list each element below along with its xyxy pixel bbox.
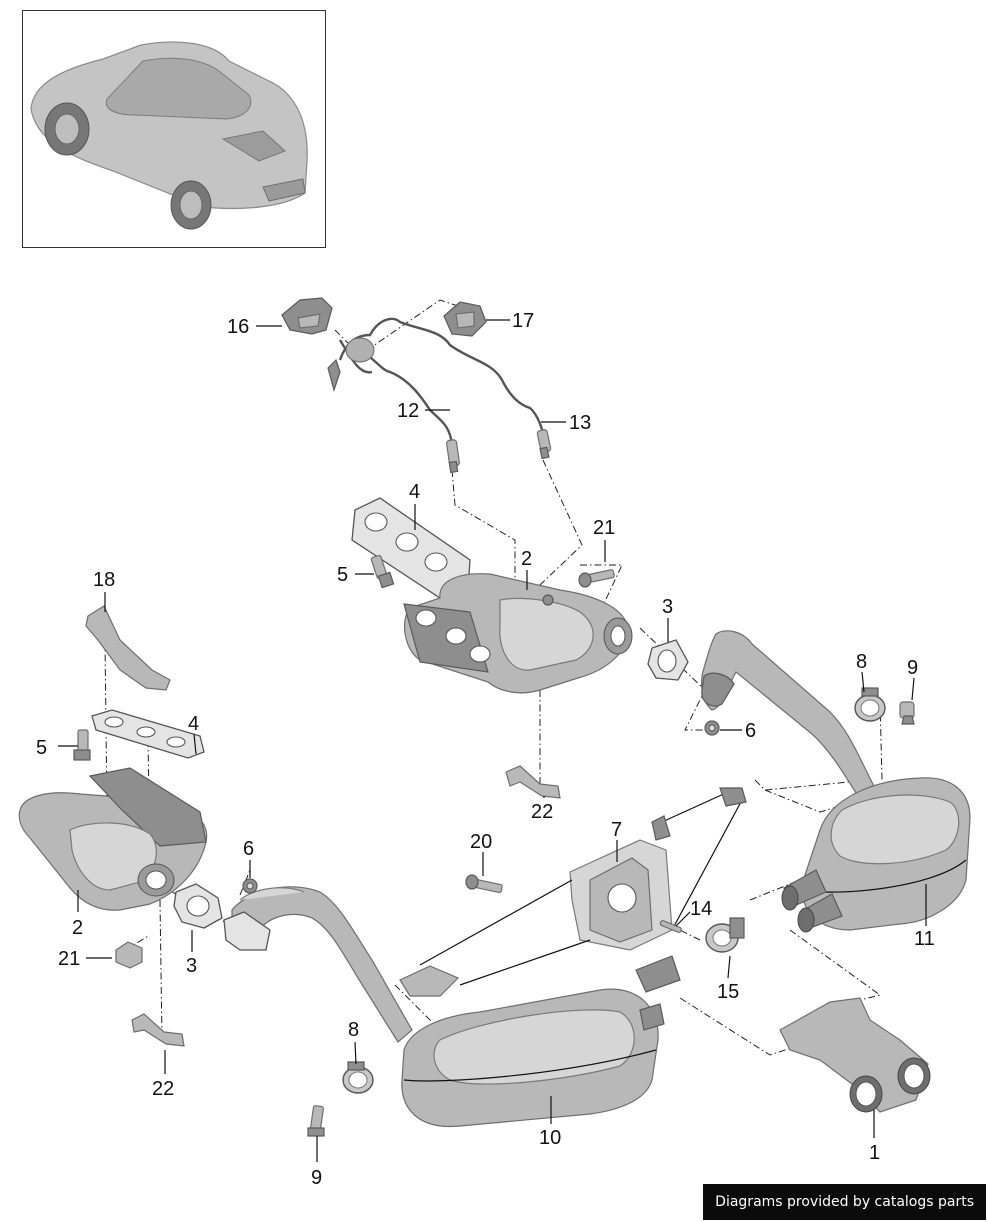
callout-22-upper: 22: [531, 801, 553, 823]
callout-8-upper: 8: [856, 651, 867, 673]
part-8-clamp-upper: [854, 687, 886, 722]
callout-15: 15: [717, 981, 739, 1003]
callout-leaders: [58, 319, 927, 1162]
callout-5-lower: 5: [36, 737, 47, 759]
callout-5-upper: 5: [337, 564, 348, 586]
front-pipe-right: [701, 630, 877, 803]
part-22-bracket-lower: [131, 1013, 185, 1047]
part-7-mounting-bracket: [399, 787, 747, 997]
vehicle-thumbnail: [22, 10, 326, 248]
part-5-stud-upper: [370, 554, 395, 589]
part-4-manifold-gasket-lower: [91, 709, 205, 759]
callout-2-lower: 2: [72, 917, 83, 939]
callout-22-lower: 22: [152, 1078, 174, 1100]
part-8-clamp-lower: [342, 1061, 374, 1094]
callout-9-upper: 9: [907, 657, 918, 679]
callout-10: 10: [539, 1127, 561, 1149]
callout-20: 20: [470, 831, 492, 853]
callout-9-lower: 9: [311, 1167, 322, 1189]
part-2-exhaust-manifold-upper: [403, 573, 633, 694]
callout-7: 7: [611, 819, 622, 841]
callout-3-upper: 3: [662, 596, 673, 618]
part-21-nut-lower: [115, 941, 143, 969]
callout-6-lower: 6: [243, 838, 254, 860]
callout-21-lower: 21: [58, 948, 80, 970]
part-6-nut-lower: [242, 878, 258, 894]
part-18-heat-shield-bracket: [85, 605, 171, 691]
part-17-connector: [443, 301, 487, 337]
part-20-bolt: [465, 874, 503, 894]
part-21-bolt-upper: [578, 569, 615, 588]
part-3-flange-gasket-lower: [173, 883, 223, 929]
callout-14: 14: [690, 898, 712, 920]
part-10-center-muffler: [401, 955, 681, 1128]
callout-21-upper: 21: [593, 517, 615, 539]
callout-6-upper: 6: [745, 720, 756, 742]
part-2-exhaust-manifold-lower: [18, 767, 208, 911]
callout-4-lower: 4: [188, 713, 199, 735]
callout-4-upper: 4: [409, 481, 420, 503]
part-15-clamp: [705, 917, 745, 953]
callout-labels: 16 17 12 13 4 5 2 21 3 6 8 9 22 18 5 4 2…: [36, 310, 935, 1189]
callout-3-lower: 3: [186, 955, 197, 977]
callout-2-upper: 2: [521, 548, 532, 570]
part-9-bolt-lower: [307, 1105, 325, 1137]
callout-8-lower: 8: [348, 1019, 359, 1041]
callout-18: 18: [93, 569, 115, 591]
callout-11: 11: [914, 928, 935, 950]
car-image: [30, 41, 308, 230]
part-9-bolt-upper: [899, 701, 915, 725]
callout-16: 16: [227, 316, 249, 338]
oxygen-sensor-harness: [327, 317, 547, 446]
callout-13: 13: [569, 412, 591, 434]
callout-17: 17: [512, 310, 534, 332]
footer-attribution[interactable]: Diagrams provided by catalogs parts: [703, 1184, 986, 1220]
part-16-wiring-bracket: [281, 297, 333, 335]
part-12-oxygen-sensor: [446, 439, 460, 474]
part-1-tailpipe: [779, 997, 931, 1113]
part-22-bracket-upper: [505, 765, 561, 799]
part-6-nut-upper: [704, 720, 720, 736]
part-14-bolt: [659, 920, 682, 933]
front-pipe-left: [223, 886, 413, 1043]
callout-12: 12: [397, 400, 419, 422]
part-5-stud-lower: [73, 729, 91, 761]
callout-1: 1: [869, 1142, 880, 1164]
part-13-oxygen-sensor: [536, 429, 552, 460]
part-3-flange-gasket-upper: [647, 639, 689, 681]
part-11-rear-muffler: [781, 777, 971, 933]
